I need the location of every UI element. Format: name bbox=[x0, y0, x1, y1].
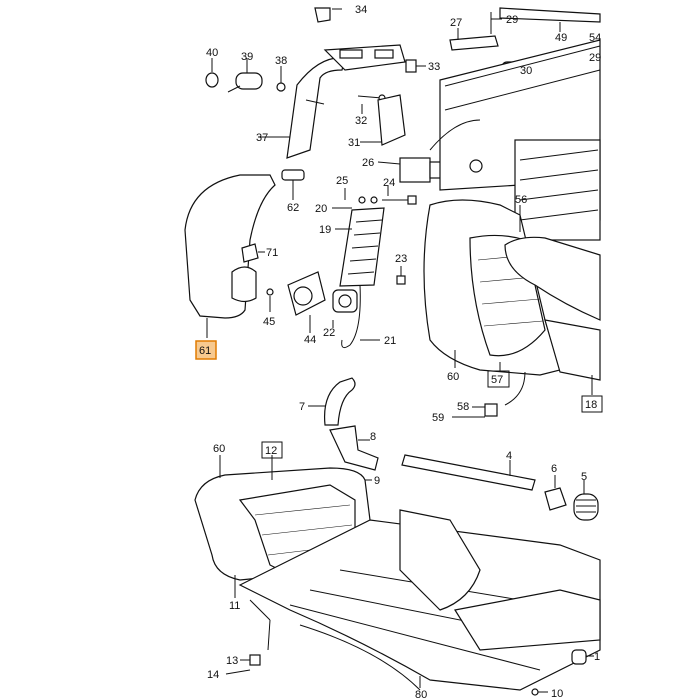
box-57 bbox=[487, 370, 510, 388]
label-59: 59 bbox=[432, 412, 444, 424]
part-49-trim-strip bbox=[499, 7, 601, 32]
label-20: 20 bbox=[315, 203, 327, 215]
label-31: 31 bbox=[348, 137, 360, 149]
part-13-14-connector bbox=[225, 654, 261, 675]
seat-frame bbox=[238, 509, 601, 691]
part-29-screw bbox=[490, 12, 502, 34]
part-26-actuator bbox=[377, 157, 443, 183]
label-62: 62 bbox=[287, 202, 299, 214]
label-71: 71 bbox=[266, 247, 278, 259]
label-60-lower: 60 bbox=[213, 443, 225, 455]
label-26: 26 bbox=[362, 157, 374, 169]
part-5-spring bbox=[573, 480, 599, 521]
label-1: 1 bbox=[594, 651, 600, 663]
part-80-cable bbox=[299, 624, 421, 691]
label-60-upper: 60 bbox=[447, 371, 459, 383]
label-9: 9 bbox=[374, 475, 380, 487]
part-58-59-connector bbox=[452, 371, 526, 418]
part-23-nut bbox=[396, 266, 406, 285]
label-10: 10 bbox=[551, 688, 563, 700]
label-32: 32 bbox=[355, 115, 367, 127]
label-6: 6 bbox=[551, 463, 557, 475]
part-4-seat-rail bbox=[401, 454, 536, 491]
label-24: 24 bbox=[383, 177, 395, 189]
label-4: 4 bbox=[506, 450, 512, 462]
part-6-grommet bbox=[544, 475, 567, 511]
label-27: 27 bbox=[450, 17, 462, 29]
part-61-side-cover bbox=[184, 174, 276, 338]
label-33: 33 bbox=[428, 61, 440, 73]
label-58: 58 bbox=[457, 401, 469, 413]
part-71-bracket bbox=[241, 243, 265, 263]
label-23: 23 bbox=[395, 253, 407, 265]
seat-backrest bbox=[423, 199, 601, 395]
label-49: 49 bbox=[555, 32, 567, 44]
part-44-knob-housing bbox=[287, 271, 326, 333]
part-40-grommet bbox=[205, 58, 219, 88]
label-5: 5 bbox=[581, 471, 587, 483]
label-54: 54 bbox=[589, 32, 601, 44]
part-38-screw bbox=[276, 66, 286, 92]
label-19: 19 bbox=[319, 224, 331, 236]
box-18 bbox=[581, 395, 603, 413]
label-21: 21 bbox=[384, 335, 396, 347]
part-45-screw bbox=[231, 266, 274, 312]
part-33-clip bbox=[405, 59, 426, 73]
part-8-lever-bracket bbox=[329, 425, 379, 471]
label-56: 56 bbox=[515, 194, 527, 206]
highlight-61 bbox=[195, 340, 217, 360]
label-7: 7 bbox=[299, 401, 305, 413]
label-40: 40 bbox=[206, 47, 218, 59]
label-30: 30 bbox=[520, 65, 532, 77]
part-25-20-24-screws bbox=[332, 186, 417, 209]
part-37-side-panel bbox=[258, 57, 346, 159]
center-console-frame bbox=[429, 39, 601, 241]
part-39-clip bbox=[227, 58, 263, 93]
label-8: 8 bbox=[370, 431, 376, 443]
label-37: 37 bbox=[256, 132, 268, 144]
label-11: 11 bbox=[229, 600, 240, 612]
part-27-switch-plate bbox=[449, 28, 499, 51]
part-10-screw bbox=[531, 688, 548, 696]
part-7-seat-lever bbox=[308, 377, 356, 426]
upper-console-shroud bbox=[323, 44, 406, 71]
label-57: 57 bbox=[491, 374, 503, 386]
part-62-clip bbox=[281, 169, 305, 200]
part-21-cable bbox=[341, 284, 380, 349]
label-45: 45 bbox=[263, 316, 275, 328]
part-22-knob bbox=[332, 289, 358, 328]
label-39: 39 bbox=[241, 51, 253, 63]
box-12 bbox=[261, 441, 283, 459]
label-18: 18 bbox=[585, 399, 597, 411]
label-38: 38 bbox=[275, 55, 287, 67]
part-34-bracket bbox=[314, 7, 342, 23]
label-25: 25 bbox=[336, 175, 348, 187]
label-13: 13 bbox=[226, 655, 238, 667]
label-12: 12 bbox=[265, 445, 277, 457]
label-29b: 29 bbox=[589, 52, 601, 64]
label-61: 61 bbox=[199, 345, 211, 357]
part-19-heater-element bbox=[335, 207, 385, 287]
label-22: 22 bbox=[323, 327, 335, 339]
label-29: 29 bbox=[506, 14, 518, 26]
part-31-mount-bracket bbox=[360, 94, 406, 146]
label-34: 34 bbox=[355, 4, 367, 16]
part-1-bracket bbox=[571, 649, 594, 665]
label-44: 44 bbox=[304, 334, 316, 346]
label-14: 14 bbox=[207, 669, 219, 681]
label-80: 80 bbox=[415, 689, 427, 700]
